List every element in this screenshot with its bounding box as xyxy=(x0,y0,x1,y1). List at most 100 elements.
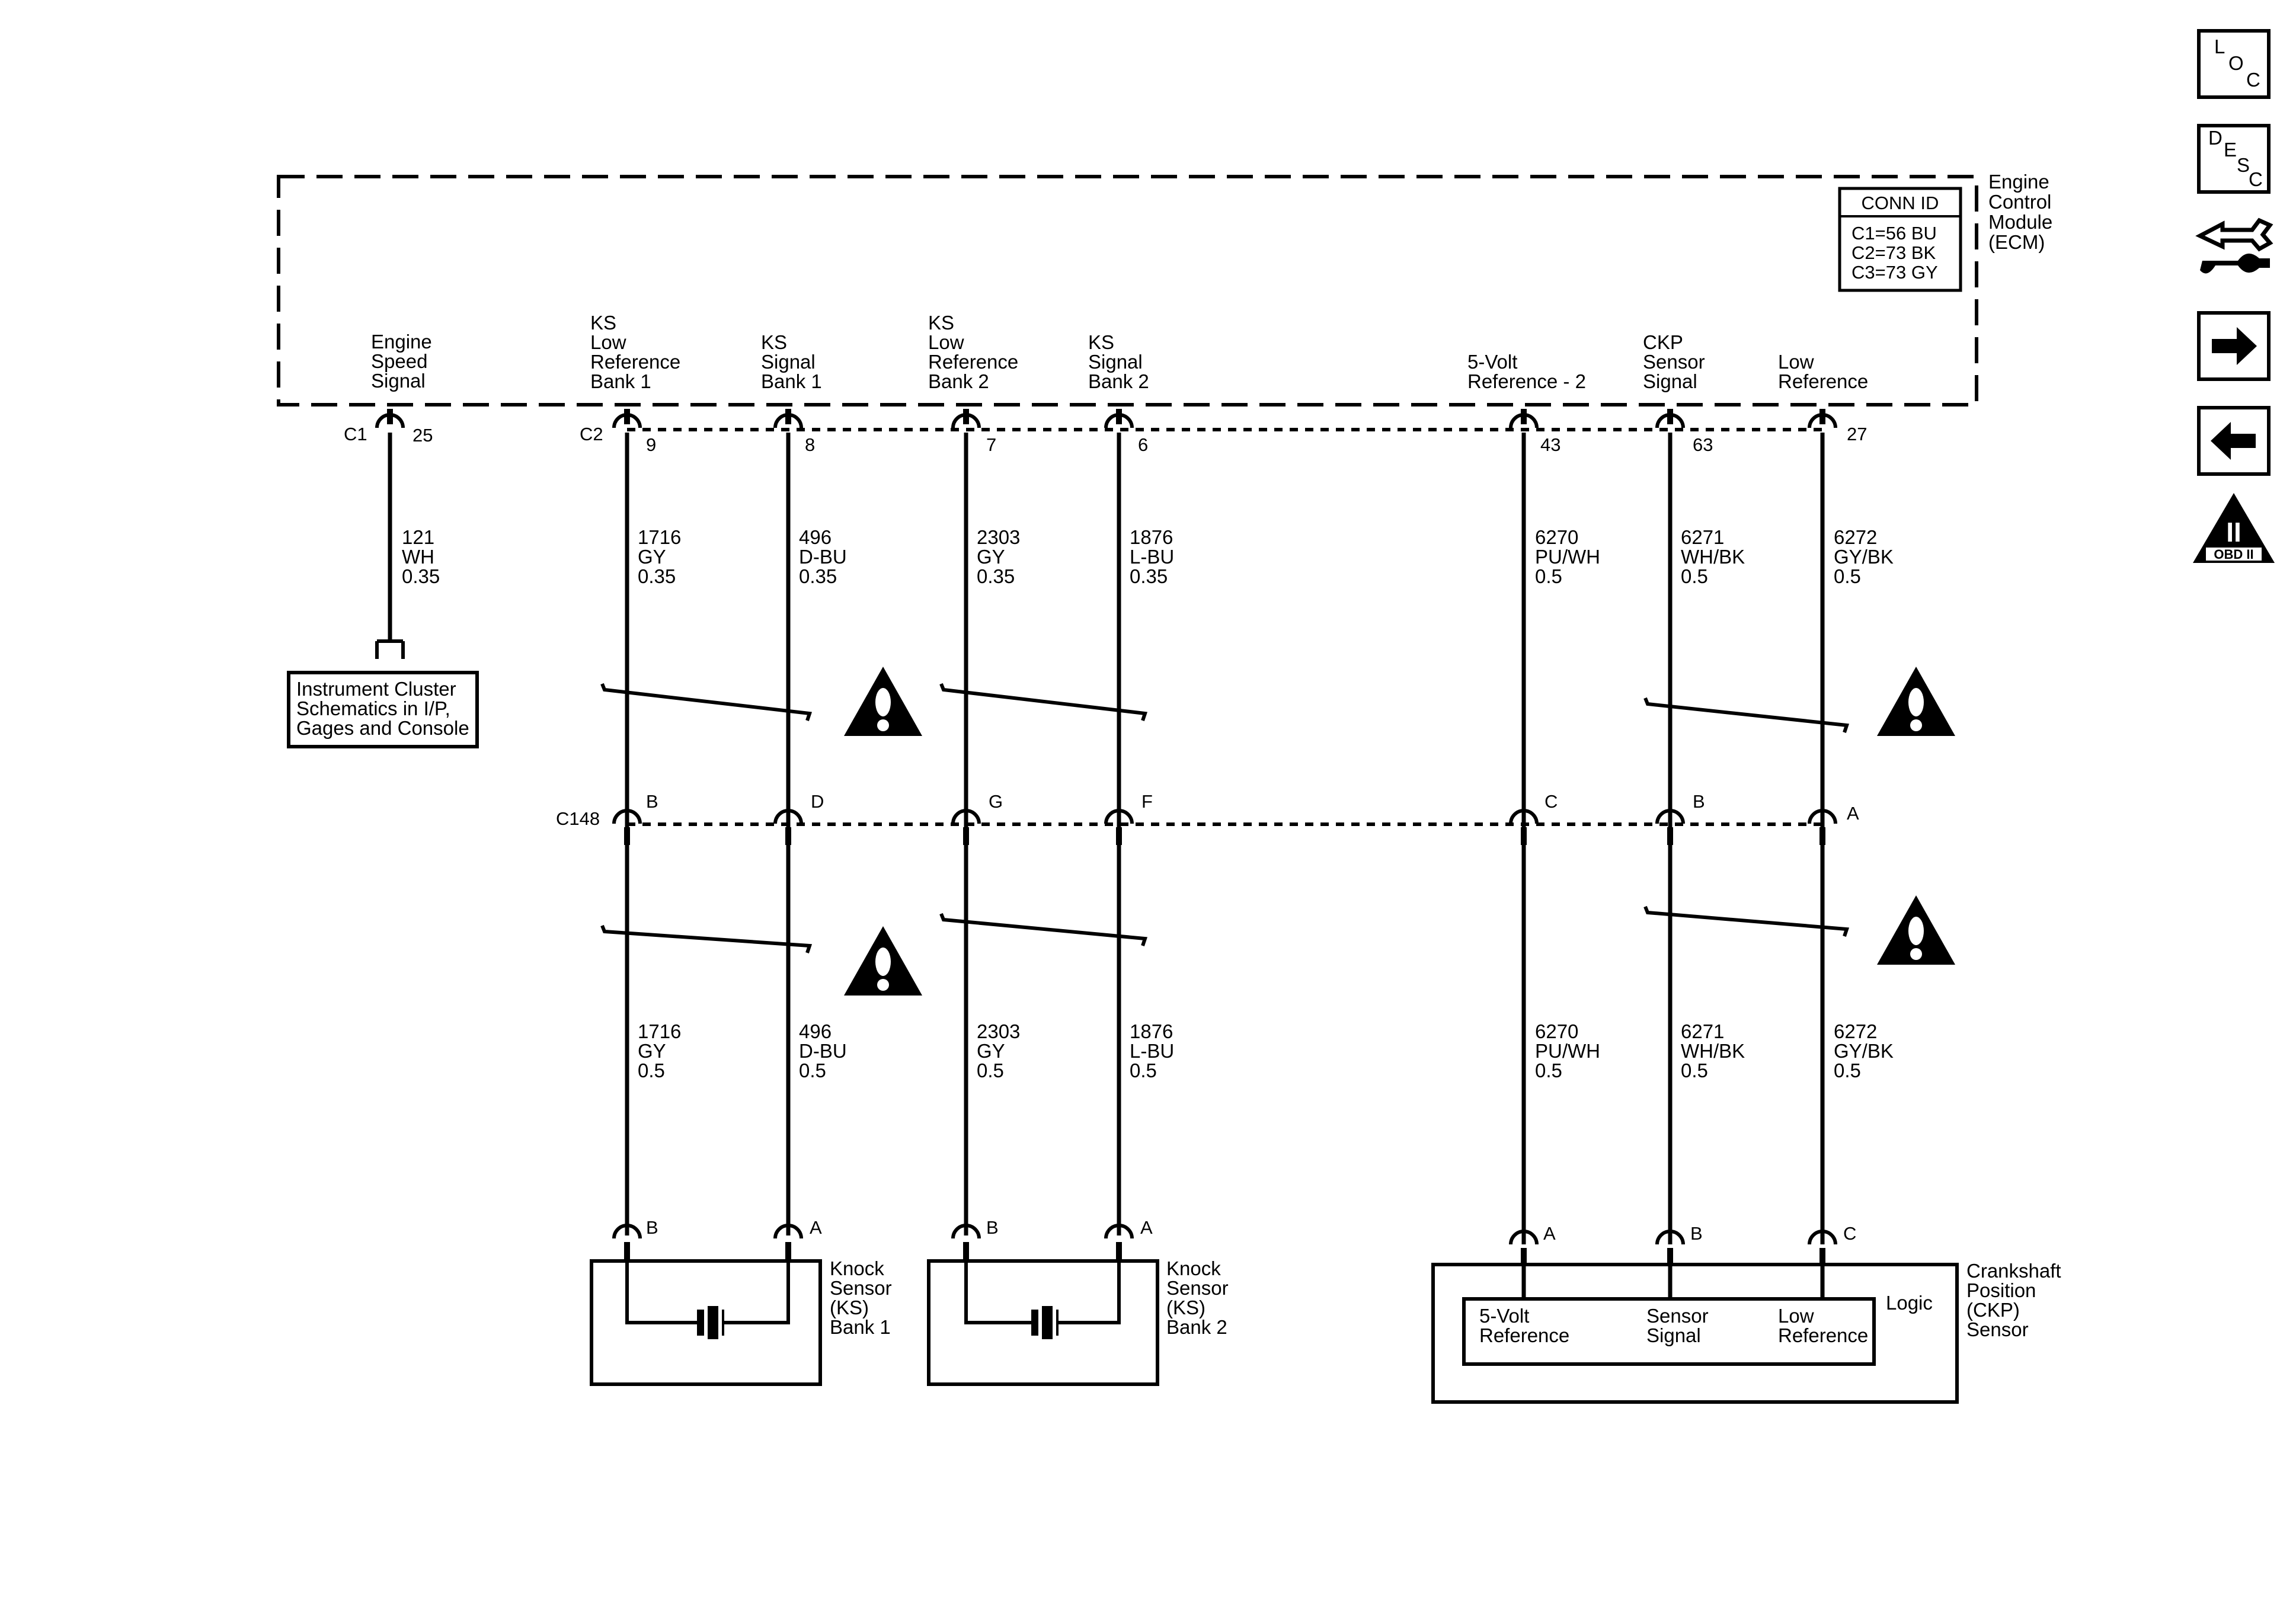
svg-text:0.5: 0.5 xyxy=(638,1060,665,1081)
obd2-icon[interactable]: II OBD II xyxy=(2193,493,2275,563)
svg-text:121: 121 xyxy=(402,526,434,548)
svg-text:GY/BK: GY/BK xyxy=(1834,546,1894,568)
svg-text:F: F xyxy=(1141,791,1153,812)
component-terminal-stubs xyxy=(624,1242,1825,1265)
svg-text:0.5: 0.5 xyxy=(1535,565,1562,587)
connector-wrench-icon[interactable] xyxy=(2195,217,2273,274)
svg-text:(ECM): (ECM) xyxy=(1988,231,2045,253)
connector-c148-label: C148 xyxy=(556,808,600,829)
svg-text:Crankshaft: Crankshaft xyxy=(1966,1260,2061,1282)
svg-text:6270: 6270 xyxy=(1535,526,1578,548)
arrow-left-icon xyxy=(2211,422,2256,460)
svg-text:D: D xyxy=(2208,127,2223,149)
svg-text:Signal: Signal xyxy=(371,370,426,392)
conn-id-box: CONN ID C1=56 BU C2=73 BK C3=73 GY xyxy=(1838,187,1962,292)
svg-text:B: B xyxy=(1693,791,1705,812)
svg-text:43: 43 xyxy=(1540,434,1560,455)
svg-text:496: 496 xyxy=(799,526,832,548)
svg-text:9: 9 xyxy=(646,434,656,455)
svg-text:Bank 2: Bank 2 xyxy=(928,370,989,392)
component-pin-letters: B A B A A B C xyxy=(646,1217,1856,1244)
svg-text:5-Volt: 5-Volt xyxy=(1479,1305,1529,1327)
ecm-pin-numbers: 25 9 8 7 6 43 63 27 xyxy=(412,424,1867,455)
loc-button[interactable]: L O C xyxy=(2197,29,2271,99)
desc-button[interactable]: D E S C xyxy=(2197,124,2271,194)
ecm-boundary xyxy=(277,175,1978,406)
c148-terminals xyxy=(612,809,1837,824)
svg-text:7: 7 xyxy=(986,434,996,455)
svg-text:Engine: Engine xyxy=(1988,171,2049,193)
svg-text:0.35: 0.35 xyxy=(1130,565,1168,587)
svg-text:63: 63 xyxy=(1693,434,1713,455)
knock-sensor-bank1: Knock Sensor (KS) Bank 1 xyxy=(590,1257,892,1386)
svg-text:GY: GY xyxy=(977,1040,1005,1062)
svg-text:Signal: Signal xyxy=(1646,1324,1701,1346)
svg-text:Low: Low xyxy=(590,331,626,353)
svg-text:Speed: Speed xyxy=(371,350,427,372)
twisted-pair-lower-ks2 xyxy=(939,913,1148,946)
svg-text:GY: GY xyxy=(977,546,1005,568)
ckp-logic-label: Logic xyxy=(1886,1292,1933,1314)
svg-text:Sensor: Sensor xyxy=(1646,1305,1709,1327)
svg-text:Reference: Reference xyxy=(928,351,1018,373)
svg-text:2303: 2303 xyxy=(977,1020,1020,1042)
svg-text:0.35: 0.35 xyxy=(799,565,837,587)
svg-text:L: L xyxy=(2214,36,2225,57)
svg-text:Low: Low xyxy=(1778,351,1814,373)
svg-text:A: A xyxy=(810,1217,822,1238)
instrument-cluster-box: Instrument Cluster Schematics in I/P, Ga… xyxy=(287,671,479,748)
label-ckp-sensor-signal: CKP Sensor Signal xyxy=(1643,331,1705,392)
svg-text:Reference: Reference xyxy=(590,351,680,373)
svg-text:KS: KS xyxy=(590,312,616,334)
c148-terminal-stubs xyxy=(624,827,1825,845)
svg-text:Bank 1: Bank 1 xyxy=(830,1316,891,1338)
svg-text:O: O xyxy=(2228,52,2244,74)
svg-text:Module: Module xyxy=(1988,211,2052,233)
next-arrow-button[interactable] xyxy=(2197,311,2271,381)
svg-text:C: C xyxy=(2246,69,2260,91)
svg-text:1876: 1876 xyxy=(1130,1020,1173,1042)
svg-text:PU/WH: PU/WH xyxy=(1535,1040,1600,1062)
svg-text:C: C xyxy=(1843,1223,1856,1244)
twisted-pair-lower-ckp xyxy=(1643,905,1850,937)
svg-text:WH/BK: WH/BK xyxy=(1681,1040,1745,1062)
caution-icon xyxy=(1877,895,1955,965)
svg-text:0.5: 0.5 xyxy=(1834,1060,1861,1081)
svg-text:Signal: Signal xyxy=(1643,370,1697,392)
svg-text:0.35: 0.35 xyxy=(977,565,1015,587)
back-arrow-button[interactable] xyxy=(2197,406,2271,476)
arrow-right-icon xyxy=(2212,327,2257,365)
ecm-terminal-stubs xyxy=(387,409,1825,424)
svg-text:S: S xyxy=(2237,154,2250,176)
svg-text:GY: GY xyxy=(638,546,666,568)
svg-text:GY: GY xyxy=(638,1040,666,1062)
svg-text:(KS): (KS) xyxy=(830,1297,869,1318)
svg-text:Control: Control xyxy=(1988,191,2051,213)
svg-text:Sensor: Sensor xyxy=(1966,1318,2029,1340)
svg-text:OBD II: OBD II xyxy=(2214,547,2253,562)
svg-text:Bank 1: Bank 1 xyxy=(590,370,651,392)
component-terminals xyxy=(612,1224,1837,1245)
svg-text:0.35: 0.35 xyxy=(638,565,676,587)
caution-icon xyxy=(1877,667,1955,736)
twisted-pair-upper-ks2 xyxy=(939,683,1148,721)
svg-text:6270: 6270 xyxy=(1535,1020,1578,1042)
svg-text:0.5: 0.5 xyxy=(1681,1060,1708,1081)
svg-text:6272: 6272 xyxy=(1834,1020,1877,1042)
svg-text:0.5: 0.5 xyxy=(1834,565,1861,587)
svg-text:Sensor: Sensor xyxy=(1166,1277,1229,1299)
svg-text:PU/WH: PU/WH xyxy=(1535,546,1600,568)
svg-text:D: D xyxy=(811,791,824,812)
svg-text:CONN ID: CONN ID xyxy=(1862,193,1939,213)
svg-text:6271: 6271 xyxy=(1681,1020,1724,1042)
svg-text:Position: Position xyxy=(1966,1279,2036,1301)
